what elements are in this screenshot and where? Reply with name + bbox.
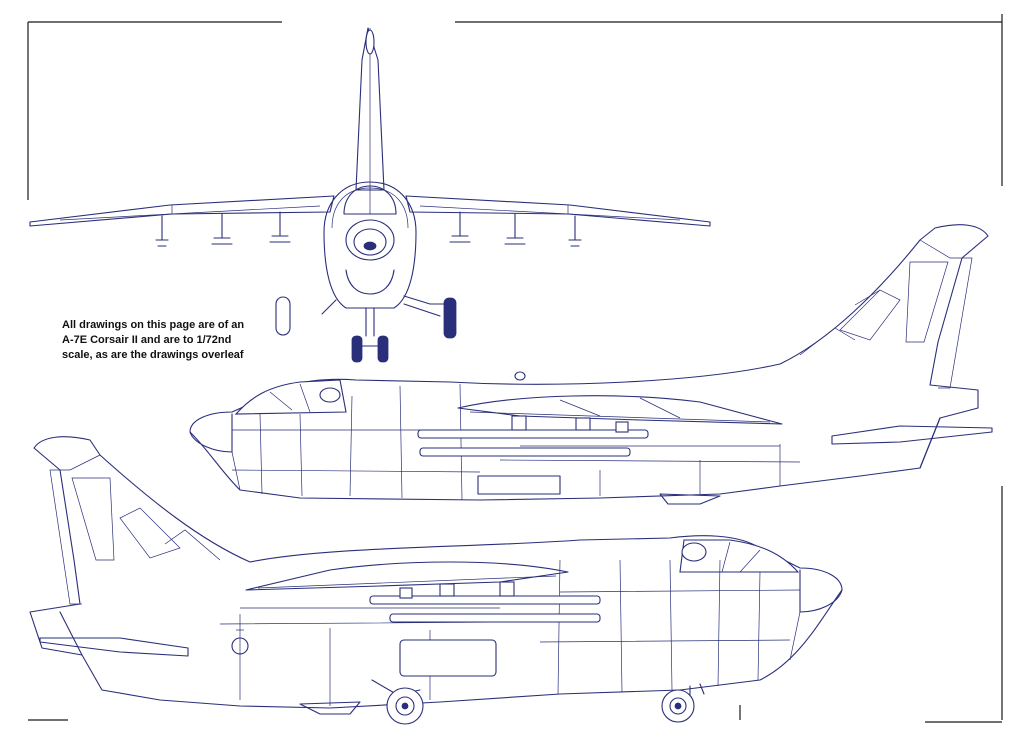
front-view-drawing <box>29 27 711 363</box>
caption-line-2: A-7E Corsair II and are to 1/72nd <box>62 334 232 346</box>
drawing-caption: All drawings on this page are of an A-7E… <box>62 318 272 363</box>
front-view-main-gear <box>321 295 457 339</box>
front-view-nose-gear <box>351 307 389 363</box>
side-view-main-gear <box>371 679 424 725</box>
side-view-upper-drawing <box>189 224 993 505</box>
side-view-nose-gear <box>661 683 705 723</box>
caption-line-1: All drawings on this page are of an <box>62 319 245 331</box>
caption-line-3: scale, as are the drawings overleaf <box>62 349 244 361</box>
sheet-frame-marks <box>27 14 1003 723</box>
front-view-pylons <box>155 211 582 247</box>
side-view-lower-drawing <box>29 436 843 725</box>
side-view-lower-stores <box>231 581 601 677</box>
front-view-store <box>275 296 291 336</box>
side-view-upper-stores <box>417 415 649 457</box>
